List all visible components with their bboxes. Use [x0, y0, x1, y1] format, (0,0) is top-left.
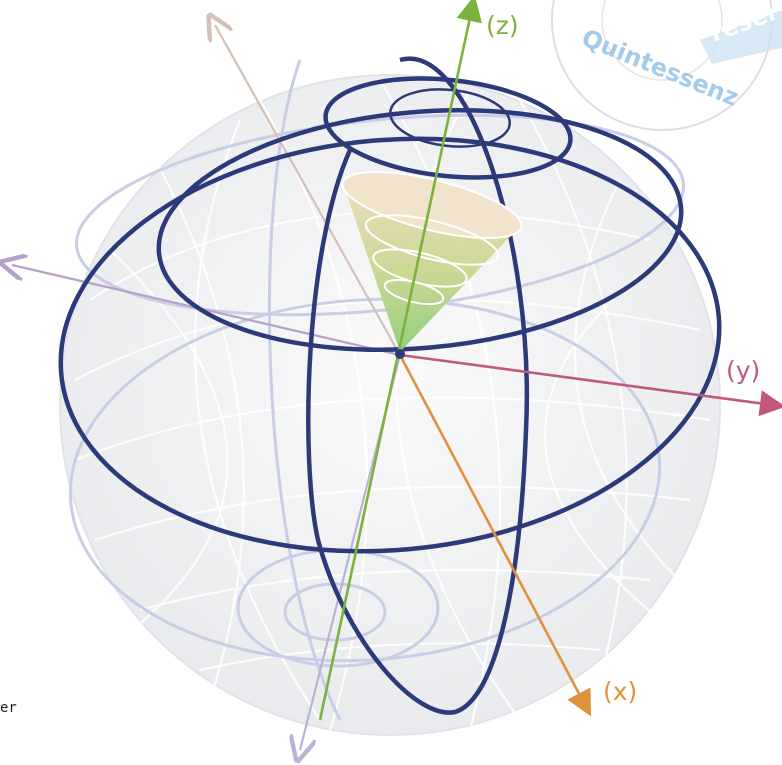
main-axes	[318, 0, 782, 721]
sphere-body	[59, 74, 721, 736]
cone	[341, 171, 523, 352]
x-axis-line	[398, 354, 592, 717]
z-axis-line	[318, 0, 482, 721]
origin-dot	[395, 349, 405, 359]
watermark-stamp: reserve Quintessenz	[551, 0, 782, 131]
y-axis-label: (y)	[726, 356, 760, 385]
x-axis-label: (x)	[603, 677, 637, 706]
y-axis-line	[399, 353, 782, 417]
corner-text-fragment: er	[0, 700, 17, 716]
z-axis-label: (z)	[486, 11, 519, 40]
inner-top-rings	[389, 88, 511, 148]
